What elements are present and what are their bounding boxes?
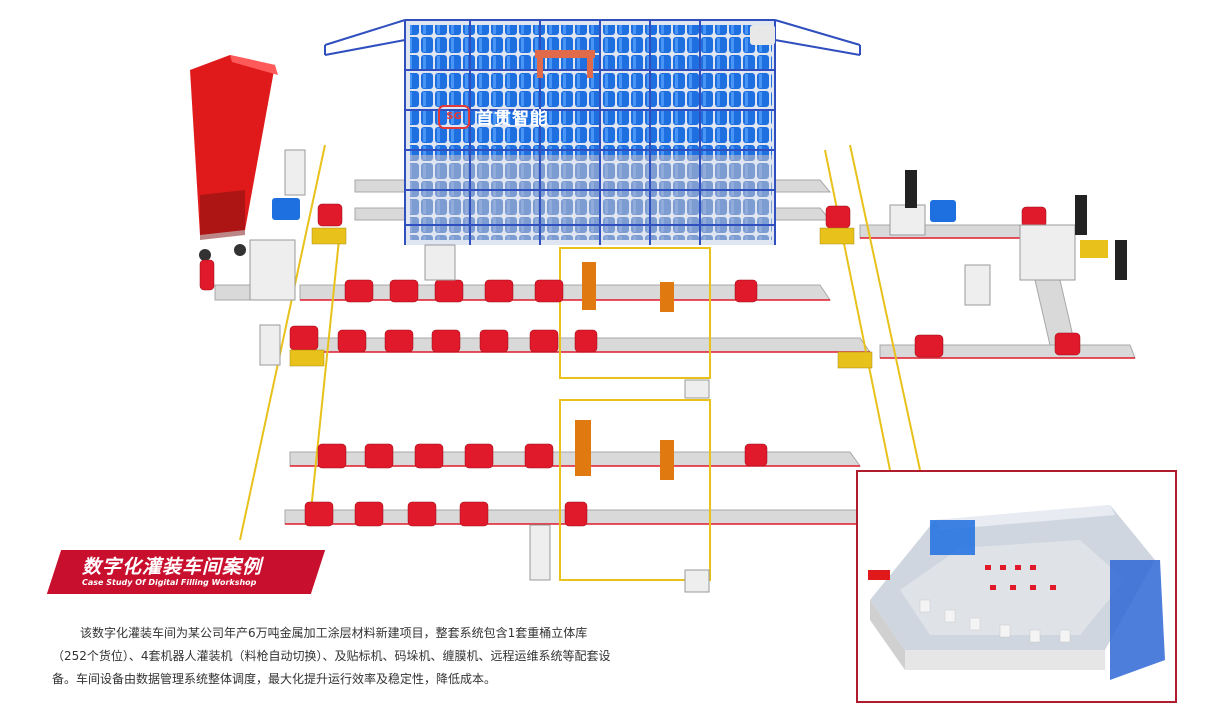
blue-barrel-units	[272, 25, 956, 222]
inset-building-render	[858, 472, 1171, 697]
logo-icon: SG	[438, 104, 470, 129]
case-title: 数字化灌装车间案例	[82, 556, 263, 578]
transfer-carts	[289, 227, 873, 369]
red-barrel-groups	[199, 203, 1081, 527]
inset-frame	[856, 470, 1177, 703]
truck	[190, 55, 278, 261]
asrs-rack	[324, 19, 861, 245]
brand-logo: SG 首贯智能	[438, 104, 548, 129]
machines	[249, 149, 1076, 593]
case-subtitle: Case Study Of Digital Filling Workshop	[82, 578, 257, 587]
brand-name: 首贯智能	[476, 109, 548, 129]
filling-robots	[575, 262, 674, 480]
safety-fences	[239, 144, 921, 581]
forklifts	[905, 170, 1127, 280]
case-description: 该数字化灌装车间为某公司年产6万吨金属加工涂层材料新建项目，整套系统包含1套重桶…	[52, 626, 611, 686]
